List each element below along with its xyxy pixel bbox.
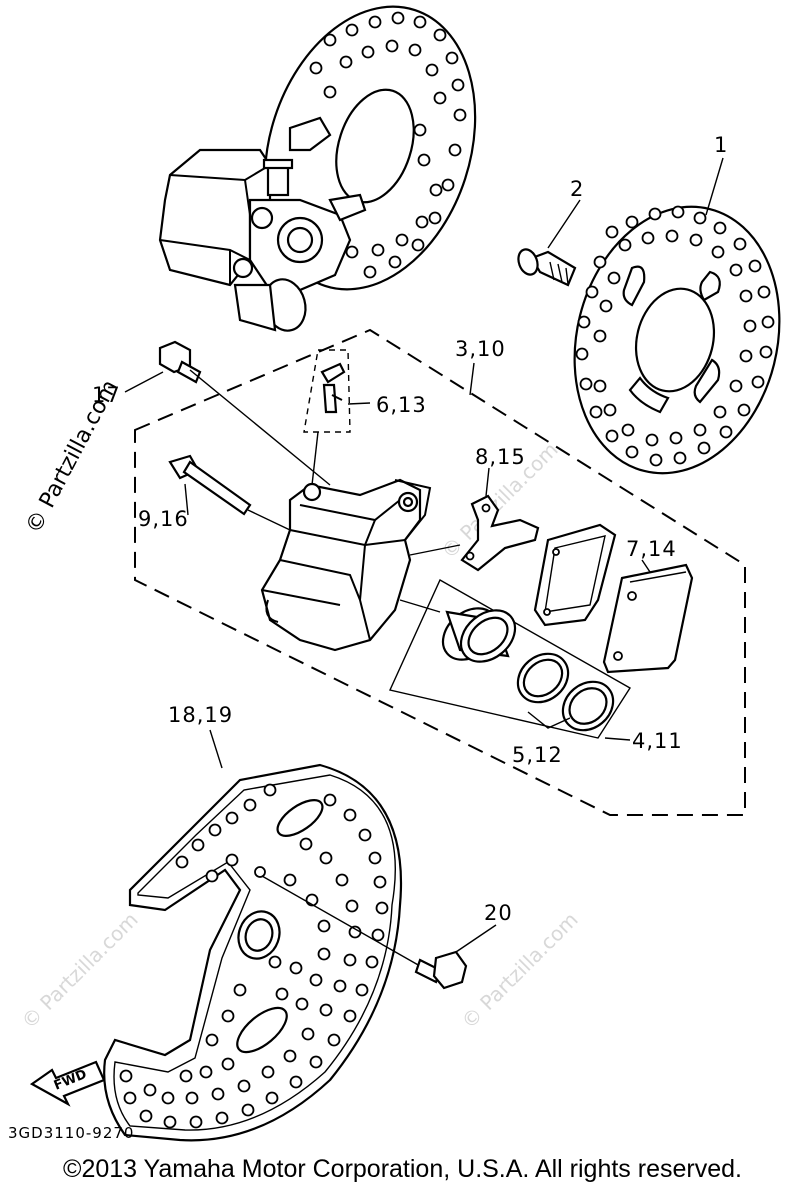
- pin-bolt-part-9-16: [168, 454, 291, 531]
- callout-8-15: 8,15: [475, 445, 526, 469]
- caliper-body: [260, 478, 461, 652]
- watermark-faint: © Partzilla.com: [457, 907, 583, 1033]
- callout-3-10: 3,10: [455, 337, 506, 361]
- bolt-part-17: [158, 340, 331, 486]
- callout-1: 1: [714, 133, 728, 157]
- disc-cover-part-18-19: FWD: [29, 763, 403, 1142]
- brake-disc-part-1: [573, 205, 781, 475]
- callout-18-19: 18,19: [168, 703, 233, 727]
- diagram-part-number: 3GD3110-9270: [8, 1124, 134, 1142]
- leader-lines: [124, 157, 724, 953]
- watermark-faint: © Partzilla.com: [17, 907, 143, 1033]
- copyright-notice: ©2013 Yamaha Motor Corporation, U.S.A. A…: [63, 1155, 742, 1183]
- watermark-partzilla: © Partzilla.com: [21, 376, 123, 538]
- callout-4-11: 4,11: [632, 729, 683, 753]
- disc-bolt-part-2: [517, 248, 577, 287]
- callout-9-16: 9,16: [138, 507, 189, 531]
- bleeder-part-6-13: [303, 349, 351, 486]
- assembled-caliper-and-disc: [158, 5, 477, 332]
- brake-parts-diagram: © Partzilla.com © Partzilla.com © Partzi…: [8, 5, 781, 1142]
- callout-6-13: 6,13: [376, 393, 427, 417]
- caliper-assembly-boundary: [134, 328, 746, 816]
- piston-kit-part-4-11: [389, 579, 631, 741]
- callout-labels: 1 2 3,10 17 6,13 8,15 9,16 7,14 4,11 5,1…: [92, 133, 728, 925]
- forward-direction-arrow: FWD: [29, 1060, 106, 1107]
- callout-5-12: 5,12: [512, 743, 563, 767]
- callout-17: 17: [92, 383, 121, 407]
- callout-2: 2: [570, 177, 584, 201]
- callout-7-14: 7,14: [626, 537, 677, 561]
- brake-pads-part-7-14: [533, 523, 694, 674]
- pad-spring-part-8-15: [460, 494, 540, 572]
- callout-20: 20: [484, 901, 513, 925]
